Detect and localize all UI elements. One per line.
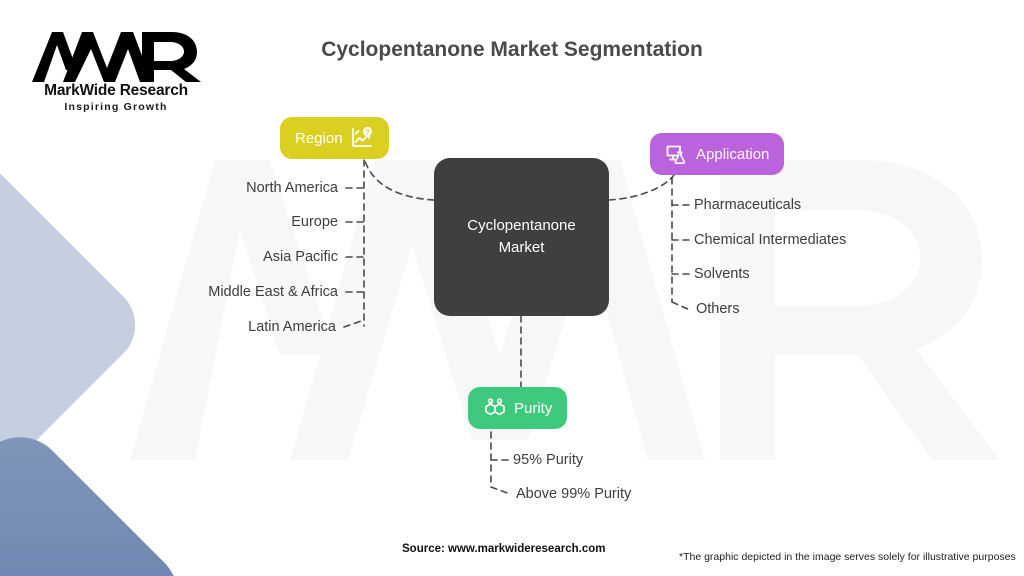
center-node-line-1: Cyclopentanone <box>467 217 576 235</box>
disclaimer-label: *The graphic depicted in the image serve… <box>679 551 1016 563</box>
application-item-chemical-intermediates[interactable]: Chemical Intermediates <box>694 232 847 248</box>
decorative-shape-dark <box>0 418 197 576</box>
chart-question-icon: ? <box>350 126 374 150</box>
branch-badge-application-label: Application <box>696 145 770 163</box>
svg-text:?: ? <box>365 129 369 136</box>
page-title: Cyclopentanone Market Segmentation <box>321 38 703 61</box>
source-label: Source: www.markwideresearch.com <box>402 543 606 555</box>
region-item-europe[interactable]: Europe <box>291 214 338 230</box>
logo-company-name: MarkWide Research <box>44 82 188 99</box>
branch-badge-purity-label: Purity <box>514 399 553 417</box>
region-item-latin-america[interactable]: Latin America <box>248 319 336 335</box>
decorative-shape-light <box>0 148 152 502</box>
center-node-label: Cyclopentanone Market <box>467 215 575 259</box>
region-item-asia-pacific[interactable]: Asia Pacific <box>263 249 338 265</box>
connector-purity-item-1 <box>490 486 511 495</box>
center-node[interactable]: Cyclopentanone Market <box>434 158 609 316</box>
center-node-line-2: Market <box>498 239 545 256</box>
application-item-pharmaceuticals[interactable]: Pharmaceuticals <box>694 197 802 213</box>
connector-center-region <box>363 157 435 201</box>
connector-region-item-4 <box>343 319 365 328</box>
region-item-north-america[interactable]: North America <box>246 180 338 196</box>
region-item-middle-east-africa[interactable]: Middle East & Africa <box>208 284 338 300</box>
branch-badge-region[interactable]: Region ? <box>280 117 389 159</box>
connector-application-item-3 <box>671 301 691 311</box>
purity-item-95[interactable]: 95% Purity <box>513 452 584 468</box>
monitor-flask-icon <box>665 142 689 166</box>
application-item-others[interactable]: Others <box>696 301 740 317</box>
purity-item-above-99[interactable]: Above 99% Purity <box>516 486 632 502</box>
branch-badge-region-label: Region <box>295 129 343 147</box>
application-item-solvents[interactable]: Solvents <box>694 266 750 282</box>
logo-monogram-icon <box>32 32 201 82</box>
branch-badge-application[interactable]: Application <box>650 133 785 175</box>
logo-tagline: Inspiring Growth <box>64 101 168 113</box>
connector-center-application <box>608 174 675 201</box>
brand-logo: MarkWide Research Inspiring Growth <box>30 28 202 113</box>
molecule-icon <box>483 396 507 420</box>
branch-badge-purity[interactable]: Purity <box>468 387 568 429</box>
